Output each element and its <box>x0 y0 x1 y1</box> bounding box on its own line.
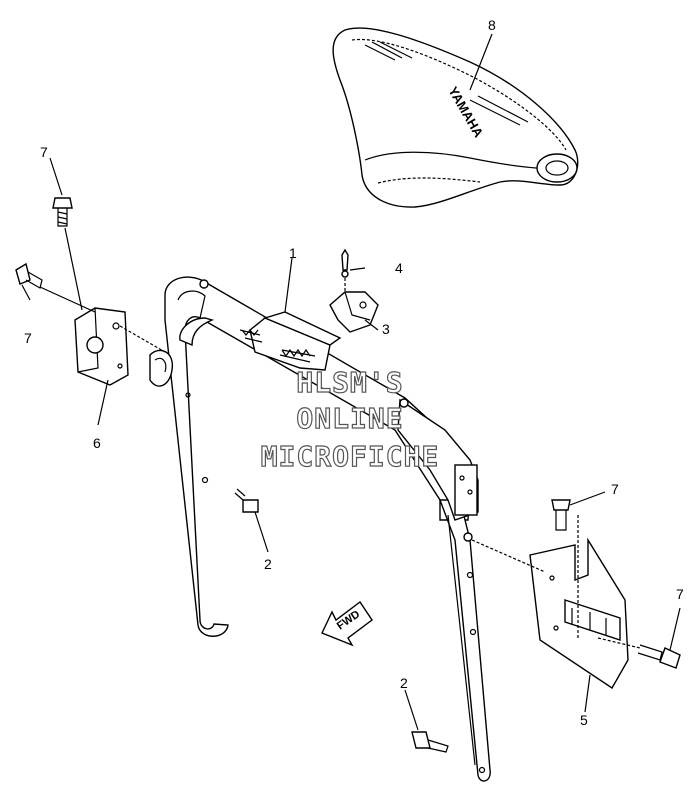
callout-7-right-top: 7 <box>611 481 619 497</box>
pin-and-clip <box>329 248 379 333</box>
callout-5: 5 <box>580 712 588 728</box>
seat: YAMAHA <box>332 27 579 208</box>
callout-2-mid: 2 <box>264 556 272 572</box>
watermark-line-1: HLSM'S <box>296 366 403 399</box>
callouts: 8 7 7 6 1 4 3 2 7 7 5 2 <box>24 17 684 728</box>
callout-3: 3 <box>382 321 390 337</box>
bolts <box>15 197 681 753</box>
handle-frame <box>164 276 491 782</box>
watermark-line-2: ONLINE <box>296 402 403 435</box>
watermark-line-3: MICROFICHE <box>261 440 440 473</box>
watermark: HLSM'S ONLINE MICROFICHE <box>260 365 440 473</box>
callout-7-top-left: 7 <box>40 144 48 160</box>
fwd-arrow-icon: FWD <box>321 600 373 647</box>
callout-2-bottom: 2 <box>400 675 408 691</box>
mount-bracket <box>74 307 174 387</box>
callout-7-right: 7 <box>676 586 684 602</box>
callout-6: 6 <box>93 435 101 451</box>
leader-lines <box>21 33 681 731</box>
callout-1: 1 <box>289 245 297 261</box>
rear-plate <box>529 515 629 689</box>
callout-4: 4 <box>395 260 403 276</box>
callout-8: 8 <box>488 17 496 33</box>
callout-7-left: 7 <box>24 330 32 346</box>
